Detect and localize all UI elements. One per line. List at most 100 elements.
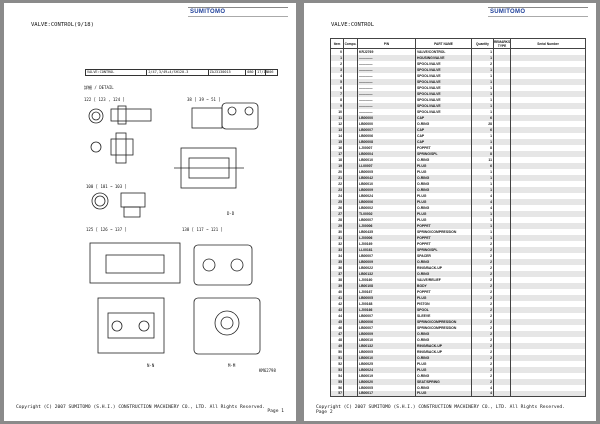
page-title: VALVE:CONTROL	[331, 22, 375, 28]
header-cell: 2/47,3/49+4/SH120-3	[147, 70, 209, 75]
serial-cell	[510, 282, 586, 289]
serial-cell	[510, 66, 586, 73]
remarks-cell	[492, 312, 512, 319]
serial-cell	[510, 264, 586, 271]
header-cell: 080	[246, 70, 257, 75]
remarks-cell	[492, 270, 512, 277]
remarks-cell	[492, 60, 512, 67]
serial-cell	[510, 378, 586, 385]
serial-cell	[510, 246, 586, 253]
serial-cell	[510, 360, 586, 367]
page-title: VALVE:CONTROL(9/18)	[31, 22, 94, 28]
remarks-cell	[492, 318, 512, 325]
serial-cell	[510, 168, 586, 175]
col-header: PART NAME	[415, 38, 472, 49]
serial-cell	[510, 102, 586, 109]
remarks-cell	[492, 282, 512, 289]
remarks-cell	[492, 126, 512, 133]
serial-cell	[510, 348, 586, 355]
serial-cell	[510, 174, 586, 181]
serial-cell	[510, 354, 586, 361]
remarks-cell	[492, 138, 512, 145]
serial-cell	[510, 288, 586, 295]
remarks-cell	[492, 216, 512, 223]
brand-logo: SUMITOMO	[188, 7, 288, 17]
section-label: M-M	[228, 363, 236, 368]
remarks-cell	[492, 366, 512, 373]
remarks-cell	[492, 288, 512, 295]
serial-cell	[510, 204, 586, 211]
serial-cell	[510, 276, 586, 283]
serial-cell	[510, 156, 586, 163]
page-1-diagram: SUMITOMO VALVE:CONTROL(9/18) VALVE:CONTR…	[4, 3, 296, 421]
header-cell: 006	[267, 70, 274, 74]
serial-cell	[510, 240, 586, 247]
part-number-cell: LB00017	[357, 390, 416, 397]
remarks-cell	[492, 384, 512, 391]
remarks-cell	[492, 348, 512, 355]
part-name-cell: PLUG	[415, 390, 472, 397]
serial-cell	[510, 60, 586, 67]
footer-text: Copyright (C) 2007 SUMITOMO (S.H.I.) CON…	[316, 405, 565, 410]
serial-cell	[510, 366, 586, 373]
serial-cell	[510, 132, 586, 139]
remarks-cell	[492, 330, 512, 337]
remarks-cell	[492, 72, 512, 79]
callout-label: 125 [ 126 ~ 137 ]	[86, 227, 127, 232]
remarks-cell	[492, 66, 512, 73]
serial-cell	[510, 372, 586, 379]
remarks-cell	[492, 342, 512, 349]
remarks-cell	[492, 390, 512, 397]
remarks-cell	[492, 120, 512, 127]
col-header: Serial Number	[510, 38, 586, 49]
remarks-cell	[492, 354, 512, 361]
remarks-cell	[492, 102, 512, 109]
remarks-cell	[492, 360, 512, 367]
remarks-cell	[492, 114, 512, 121]
col-header: REMARKS TYPE	[492, 38, 512, 49]
serial-cell	[510, 318, 586, 325]
callout-label: 122 [ 123 , 124 ]	[84, 97, 125, 102]
col-header: Quantity	[471, 38, 494, 49]
col-header: Item	[330, 38, 344, 49]
header-cell: 17/18	[257, 70, 268, 75]
compo-cell	[343, 390, 358, 397]
serial-cell	[510, 96, 586, 103]
remarks-cell	[492, 372, 512, 379]
remarks-cell	[492, 258, 512, 265]
serial-cell	[510, 336, 586, 343]
remarks-cell	[492, 174, 512, 181]
serial-cell	[510, 78, 586, 85]
serial-cell	[510, 54, 586, 61]
serial-cell	[510, 198, 586, 205]
